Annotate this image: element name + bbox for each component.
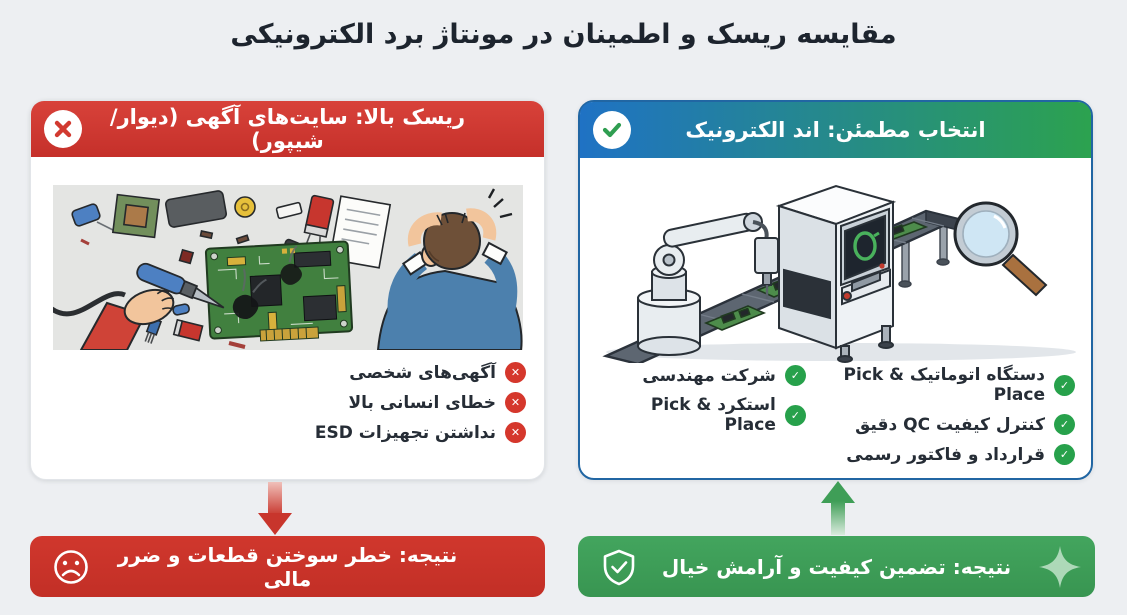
- list-item: ✓ قرارداد و فاکتور رسمی: [806, 444, 1075, 465]
- safe-header-label: انتخاب مطمئن: اند الکترونیک: [685, 118, 986, 142]
- list-item: ✓ شرکت مهندسی: [608, 365, 806, 386]
- check-circle-icon: [593, 111, 631, 149]
- item-label: قرارداد و فاکتور رسمی: [846, 444, 1045, 465]
- list-item: ✓ کنترل کیفیت QC دقیق: [806, 414, 1075, 435]
- safe-result-bar: نتیجه: تضمین کیفیت و آرامش خیال: [578, 536, 1095, 597]
- risk-panel: ریسک بالا: سایت‌های آگهی (دیوار/شیپور): [30, 100, 545, 480]
- safe-lists: ✓ دستگاه اتوماتیک Pick & Place ✓ کنترل ک…: [580, 365, 1091, 465]
- list-item: ✓ دستگاه اتوماتیک Pick & Place: [806, 365, 1075, 405]
- x-circle-icon: [44, 110, 82, 148]
- check-badge-icon: ✓: [1054, 414, 1075, 435]
- sparkle-icon: [1037, 544, 1083, 594]
- item-label: کنترل کیفیت QC دقیق: [855, 414, 1045, 435]
- risk-header-label: ریسک بالا: سایت‌های آگهی (دیوار/شیپور): [109, 105, 466, 153]
- risk-result-label: نتیجه: خطر سوختن قطعات و ضرر مالی: [117, 542, 458, 591]
- safe-result-label: نتیجه: تضمین کیفیت و آرامش خیال: [661, 554, 1012, 579]
- item-label: آگهی‌های شخصی: [349, 362, 496, 383]
- safe-illustration: [595, 178, 1076, 363]
- arrow-up-icon: [821, 481, 855, 535]
- list-item: ✕ آگهی‌های شخصی: [49, 362, 526, 383]
- risk-result-bar: نتیجه: خطر سوختن قطعات و ضرر مالی: [30, 536, 545, 597]
- safe-list-secondary: ✓ شرکت مهندسی ✓ استکرد Pick & Place: [608, 365, 806, 465]
- check-badge-icon: ✓: [1054, 444, 1075, 465]
- arrow-down-icon: [258, 482, 292, 535]
- x-badge-icon: ✕: [505, 422, 526, 443]
- check-badge-icon: ✓: [784, 404, 806, 426]
- list-item: ✕ نداشتن تجهیزات ESD: [49, 422, 526, 443]
- safe-panel-header: انتخاب مطمئن: اند الکترونیک: [580, 102, 1091, 158]
- safe-panel: انتخاب مطمئن: اند الکترونیک: [578, 100, 1093, 480]
- sad-face-icon: [52, 548, 90, 590]
- shield-check-icon: [600, 548, 638, 590]
- check-badge-icon: ✓: [1054, 374, 1075, 396]
- risk-list: ✕ آگهی‌های شخصی ✕ خطای انسانی بالا ✕ ندا…: [31, 362, 544, 443]
- item-label: استکرد Pick & Place: [650, 395, 776, 435]
- list-item: ✕ خطای انسانی بالا: [49, 392, 526, 413]
- check-badge-icon: ✓: [784, 365, 806, 386]
- safe-list-primary: ✓ دستگاه اتوماتیک Pick & Place ✓ کنترل ک…: [806, 365, 1075, 465]
- item-label: شرکت مهندسی: [642, 365, 776, 386]
- item-label: نداشتن تجهیزات ESD: [314, 422, 496, 443]
- risk-panel-header: ریسک بالا: سایت‌های آگهی (دیوار/شیپور): [31, 101, 544, 157]
- risk-illustration: [52, 185, 523, 350]
- item-label: خطای انسانی بالا: [348, 392, 496, 413]
- x-badge-icon: ✕: [505, 392, 526, 413]
- page-title: مقایسه ریسک و اطمینان در مونتاژ برد الکت…: [230, 19, 897, 50]
- x-badge-icon: ✕: [505, 362, 526, 383]
- list-item: ✓ استکرد Pick & Place: [608, 395, 806, 435]
- comparison-panels: ریسک بالا: سایت‌های آگهی (دیوار/شیپور): [30, 100, 1097, 480]
- item-label: دستگاه اتوماتیک Pick & Place: [843, 365, 1045, 405]
